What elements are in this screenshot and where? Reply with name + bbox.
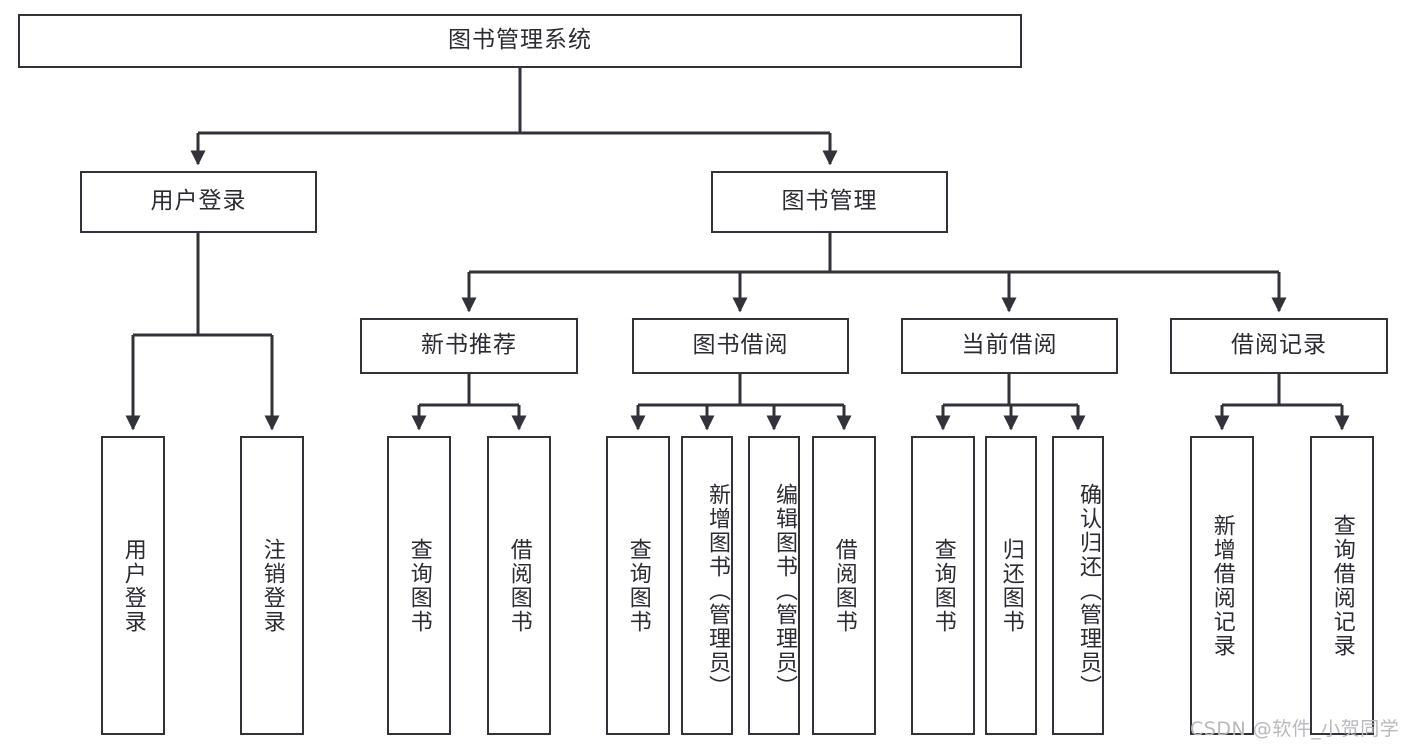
node-leaf-borrow-book-2-label: 借阅图书 — [831, 537, 857, 634]
node-leaf-borrow-book-2[interactable]: 借阅图书 — [812, 436, 876, 735]
node-leaf-query-book-1-label: 查询图书 — [406, 537, 432, 634]
node-borrow-record-label: 借阅记录 — [1231, 332, 1327, 359]
node-leaf-query-book-3-label: 查询图书 — [930, 537, 956, 634]
node-leaf-edit-book-label: 编辑图书（管理员） — [772, 482, 797, 699]
node-leaf-add-book[interactable]: 新增图书（管理员） — [681, 436, 733, 735]
node-leaf-query-book-1[interactable]: 查询图书 — [387, 436, 451, 735]
node-leaf-query-book-3[interactable]: 查询图书 — [911, 436, 975, 735]
node-book-manage[interactable]: 图书管理 — [711, 171, 948, 233]
node-leaf-user-logout[interactable]: 注销登录 — [240, 436, 304, 735]
node-leaf-user-login-label: 用户登录 — [120, 537, 146, 634]
node-leaf-borrow-book-1[interactable]: 借阅图书 — [487, 436, 551, 735]
node-leaf-query-book-2[interactable]: 查询图书 — [606, 436, 670, 735]
node-leaf-edit-book[interactable]: 编辑图书（管理员） — [748, 436, 800, 735]
node-leaf-borrow-book-1-label: 借阅图书 — [506, 537, 532, 634]
node-leaf-return-book[interactable]: 归还图书 — [985, 436, 1037, 735]
node-leaf-add-record[interactable]: 新增借阅记录 — [1190, 436, 1254, 735]
node-current-borrow-label: 当前借阅 — [961, 332, 1058, 359]
csdn-watermark: CSDN @软件_小贺同学 — [1190, 718, 1400, 740]
node-leaf-query-record[interactable]: 查询借阅记录 — [1310, 436, 1374, 735]
node-book-borrow-label: 图书借阅 — [692, 332, 789, 359]
node-leaf-add-book-label: 新增图书（管理员） — [705, 482, 730, 699]
node-user-login-label: 用户登录 — [150, 188, 247, 215]
node-root-label: 图书管理系统 — [448, 27, 592, 54]
node-leaf-user-logout-label: 注销登录 — [259, 537, 285, 634]
node-current-borrow[interactable]: 当前借阅 — [901, 318, 1118, 374]
node-book-manage-label: 图书管理 — [781, 188, 878, 215]
node-user-login[interactable]: 用户登录 — [80, 171, 317, 233]
node-leaf-confirm-return[interactable]: 确认归还（管理员） — [1052, 436, 1104, 735]
node-leaf-return-book-label: 归还图书 — [998, 537, 1024, 634]
node-leaf-confirm-return-label: 确认归还（管理员） — [1076, 482, 1101, 699]
node-leaf-query-book-2-label: 查询图书 — [625, 537, 651, 634]
node-leaf-add-record-label: 新增借阅记录 — [1209, 513, 1235, 658]
node-new-book-rec-label: 新书推荐 — [421, 332, 517, 359]
node-leaf-user-login[interactable]: 用户登录 — [101, 436, 165, 735]
node-borrow-record[interactable]: 借阅记录 — [1170, 318, 1388, 374]
node-new-book-rec[interactable]: 新书推荐 — [360, 318, 578, 374]
node-root[interactable]: 图书管理系统 — [18, 14, 1022, 68]
node-book-borrow[interactable]: 图书借阅 — [632, 318, 849, 374]
node-leaf-query-record-label: 查询借阅记录 — [1329, 513, 1355, 658]
